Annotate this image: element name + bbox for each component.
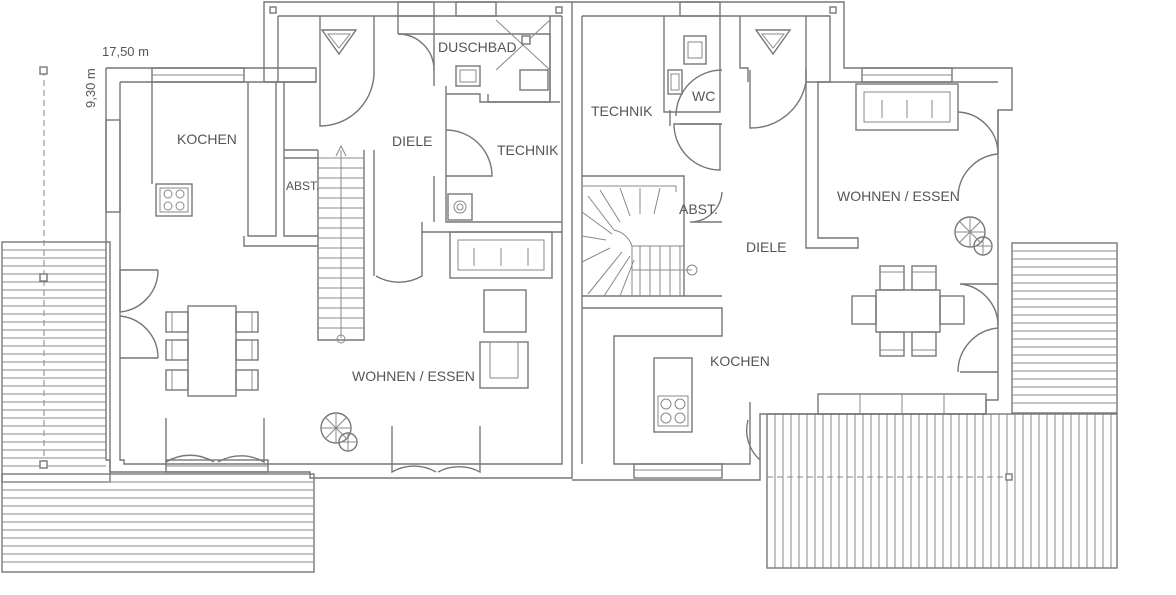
right-unit-walls xyxy=(572,1,1013,481)
room-labels-right: TECHNIK WC ABST. DIELE WOHNEN / ESSEN KO… xyxy=(591,88,960,369)
left-unit-walls xyxy=(105,1,573,479)
right-furniture xyxy=(653,35,993,433)
label-right-wc: WC xyxy=(692,88,715,104)
left-furniture xyxy=(155,19,553,452)
right-terrace xyxy=(766,242,1118,569)
room-labels-left: KOCHEN ABST. DIELE DUSCHBAD TECHNIK WOHN… xyxy=(177,39,559,384)
left-staircase xyxy=(318,144,364,344)
label-right-kochen: KOCHEN xyxy=(710,353,770,369)
label-right-wohnen-essen: WOHNEN / ESSEN xyxy=(837,188,960,204)
label-left-diele: DIELE xyxy=(392,133,432,149)
entrance-markers xyxy=(320,29,792,56)
label-right-diele: DIELE xyxy=(746,239,786,255)
label-right-technik: TECHNIK xyxy=(591,103,653,119)
label-left-duschbad: DUSCHBAD xyxy=(438,39,517,55)
label-left-kochen: KOCHEN xyxy=(177,131,237,147)
label-right-abst: ABST. xyxy=(679,201,718,217)
label-left-technik: TECHNIK xyxy=(497,142,559,158)
dimension-lines: 17,50 m 9,30 m xyxy=(39,44,149,469)
depth-dimension-label: 9,30 m xyxy=(83,68,98,108)
width-dimension-label: 17,50 m xyxy=(102,44,149,59)
label-left-wohnen-essen: WOHNEN / ESSEN xyxy=(352,368,475,384)
left-terrace xyxy=(1,241,315,573)
label-left-abst: ABST. xyxy=(286,179,319,193)
right-staircase xyxy=(581,185,698,297)
door-swings xyxy=(119,16,999,474)
